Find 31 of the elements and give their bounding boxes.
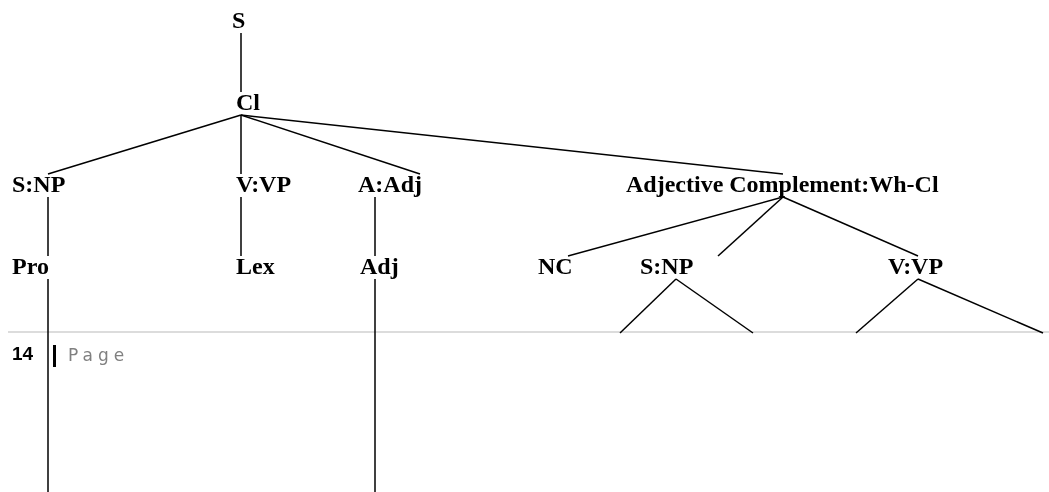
page-footer-text: Page (68, 345, 130, 365)
tree-node-label: Pro (12, 254, 49, 278)
tree-node-label: Cl (236, 90, 260, 114)
tree-node-label: V:VP (236, 172, 292, 196)
tree-node-label: Lex (236, 254, 275, 278)
tree-node-label: V:VP (888, 254, 944, 278)
tree-branch (240, 114, 784, 175)
tree-branch (374, 278, 376, 492)
tree-branch (782, 196, 919, 257)
tree-node-label: S:NP (640, 254, 694, 278)
tree-branch (374, 196, 376, 257)
tree-branch (619, 278, 677, 334)
tree-node-label: NC (538, 254, 573, 278)
page-number: 14 (12, 343, 34, 365)
tree-branch (47, 114, 242, 175)
tree-branch (240, 114, 421, 175)
tree-branch (855, 278, 919, 334)
tree-branch (917, 278, 1044, 334)
tree-node-label: S (232, 8, 246, 32)
tree-branch (47, 196, 49, 257)
tree-branch (717, 196, 784, 257)
tree-node-label: Adjective Complement:Wh-Cl (626, 172, 939, 196)
tree-branch (240, 114, 242, 175)
tree-node-label: S:NP (12, 172, 66, 196)
tree-branch (675, 278, 754, 334)
tree-branch (240, 32, 242, 93)
tree-branch (47, 278, 49, 492)
tree-branch (567, 196, 784, 257)
tree-branch (240, 196, 242, 257)
tree-node-label: Adj (360, 254, 399, 278)
tree-node-label: A:Adj (358, 172, 422, 196)
